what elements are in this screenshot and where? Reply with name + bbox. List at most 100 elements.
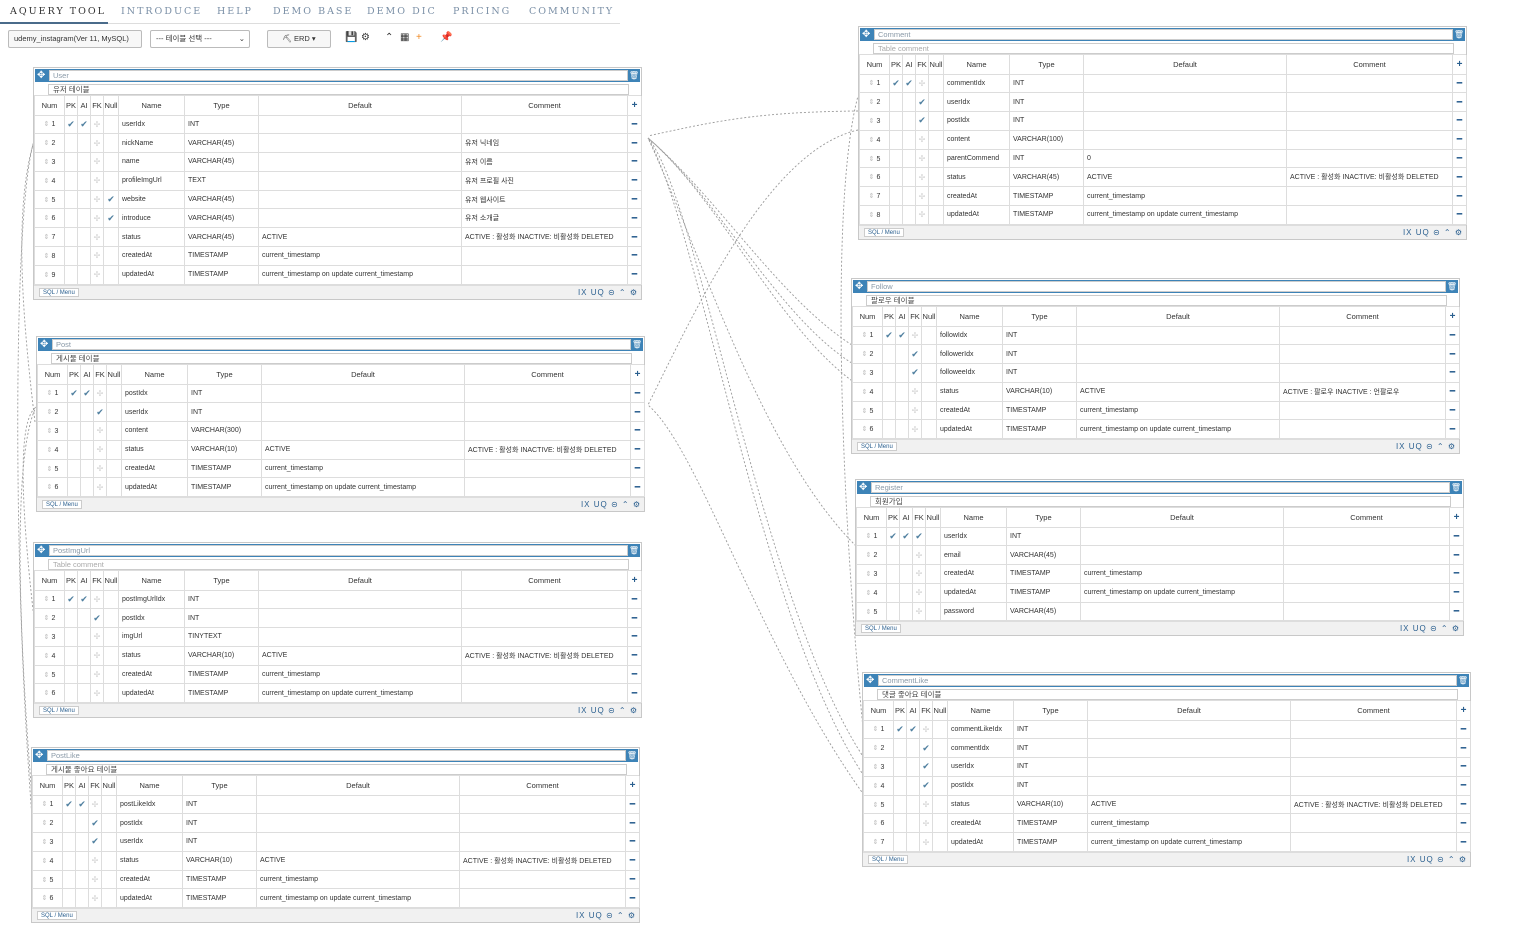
column-type[interactable]: INT (184, 589, 259, 610)
ai-cell[interactable] (75, 813, 89, 834)
null-cell[interactable] (103, 608, 119, 629)
remove-column-icon[interactable]: ━ (627, 264, 642, 285)
column-default[interactable] (1087, 775, 1291, 796)
table-comment-input[interactable]: 회원가입 (870, 496, 1451, 507)
pk-cell[interactable] (886, 564, 900, 584)
remove-column-icon[interactable]: ━ (1456, 757, 1471, 777)
column-comment[interactable] (1290, 813, 1457, 834)
column-comment[interactable] (1286, 111, 1453, 131)
null-cell[interactable] (921, 381, 937, 402)
sort-handle-icon[interactable]: ⇕ (872, 745, 881, 753)
trash-icon[interactable]: 🗑 (628, 546, 639, 555)
column-type[interactable]: INT (1013, 775, 1088, 796)
column-name[interactable]: followIdx (936, 325, 1003, 346)
sort-handle-icon[interactable]: ⇕ (872, 763, 881, 771)
column-comment[interactable]: 유저 소개글 (461, 208, 628, 229)
pk-cell[interactable]: ✔ (893, 719, 907, 740)
fk-link-icon[interactable]: ✢ (91, 799, 99, 809)
move-icon[interactable]: ✥ (37, 70, 46, 81)
column-name[interactable]: email (940, 545, 1007, 566)
gear-icon[interactable]: ⚙ (1455, 855, 1467, 865)
sort-handle-icon[interactable]: ⇕ (868, 174, 877, 182)
ai-cell[interactable] (80, 439, 94, 460)
remove-column-icon[interactable]: ━ (1452, 167, 1467, 188)
ai-cell[interactable] (895, 419, 909, 440)
pk-cell[interactable] (64, 152, 78, 172)
column-default[interactable] (1083, 73, 1287, 94)
null-cell[interactable] (932, 832, 948, 853)
sort-handle-icon[interactable]: ⇕ (861, 332, 870, 340)
fk-link-icon[interactable]: ✢ (922, 818, 930, 828)
ai-cell[interactable] (77, 208, 91, 229)
ix-uq-button[interactable]: IX UQ (1406, 855, 1434, 865)
fk-link-icon[interactable]: ✢ (93, 213, 101, 223)
column-type[interactable]: TIMESTAMP (184, 664, 259, 685)
column-default[interactable] (1080, 545, 1284, 566)
column-type[interactable]: INT (1002, 363, 1077, 383)
sort-handle-icon[interactable]: ⇕ (865, 552, 874, 560)
column-type[interactable]: VARCHAR(100) (1009, 129, 1084, 150)
remove-column-icon[interactable]: ━ (627, 664, 642, 685)
sql-menu-button[interactable]: SQL / Menu (864, 227, 904, 237)
sort-handle-icon[interactable]: ⇕ (868, 80, 877, 88)
sql-menu-button[interactable]: SQL / Menu (42, 500, 82, 510)
null-cell[interactable] (932, 775, 948, 796)
collapse-icon[interactable]: ⌃ (613, 911, 625, 921)
ai-cell[interactable] (75, 832, 89, 852)
column-type[interactable]: INT (1013, 738, 1088, 759)
null-cell[interactable] (103, 589, 119, 610)
ai-cell[interactable] (902, 148, 916, 169)
fk-cell[interactable]: ✢ (88, 794, 102, 815)
null-cell[interactable] (101, 832, 117, 852)
trash-icon[interactable]: 🗑 (1457, 676, 1468, 685)
column-comment[interactable]: ACTIVE : 활성화 INACTIVE: 비활성화 DELETED (1290, 794, 1457, 815)
column-type[interactable]: VARCHAR(10) (1002, 381, 1077, 402)
remove-column-icon[interactable]: ━ (1449, 564, 1464, 584)
column-type[interactable]: TIMESTAMP (1009, 205, 1084, 225)
sort-handle-icon[interactable]: ⇕ (868, 117, 877, 125)
fk-cell[interactable]: ✢ (90, 589, 104, 610)
null-cell[interactable] (925, 526, 941, 547)
pk-cell[interactable] (64, 664, 78, 685)
column-type[interactable]: INT (184, 114, 259, 135)
sort-handle-icon[interactable]: ⇕ (868, 136, 877, 144)
null-cell[interactable] (932, 719, 948, 740)
pk-cell[interactable] (889, 148, 903, 169)
null-cell[interactable] (106, 402, 122, 423)
fk-link-icon[interactable]: ✢ (922, 837, 930, 847)
fk-cell[interactable]: ✢ (90, 208, 104, 229)
column-name[interactable]: updatedAt (116, 888, 183, 909)
column-name[interactable]: imgUrl (118, 627, 185, 647)
sort-handle-icon[interactable]: ⇕ (868, 99, 877, 107)
column-type[interactable]: INT (182, 832, 257, 852)
column-name[interactable]: updatedAt (943, 205, 1010, 225)
column-comment[interactable]: ACTIVE : 활성화 INACTIVE: 비활성화 DELETED (1286, 167, 1453, 188)
fk-cell[interactable]: ✔ (915, 111, 929, 131)
column-type[interactable]: INT (187, 383, 262, 404)
column-type[interactable]: INT (1009, 148, 1084, 169)
column-comment[interactable] (1290, 775, 1457, 796)
table-comment-input[interactable]: 유저 테이블 (48, 84, 629, 95)
column-name[interactable]: status (121, 439, 188, 460)
fk-link-icon[interactable]: ✢ (915, 588, 923, 598)
ai-cell[interactable]: ✔ (80, 383, 94, 404)
column-default[interactable]: current_timestamp (1083, 186, 1287, 207)
pk-cell[interactable] (64, 208, 78, 229)
move-icon[interactable]: ✥ (862, 29, 871, 40)
fk-cell[interactable]: ✢ (915, 129, 929, 150)
collapse-icon[interactable]: ⌃ (615, 706, 627, 716)
add-column-icon[interactable]: + (1452, 55, 1467, 75)
null-cell[interactable] (101, 794, 117, 815)
column-type[interactable]: VARCHAR(45) (184, 152, 259, 172)
gear-icon[interactable]: ⚙ (1451, 227, 1463, 237)
ai-cell[interactable] (77, 246, 91, 266)
null-cell[interactable] (925, 582, 941, 603)
sort-handle-icon[interactable]: ⇕ (43, 671, 52, 679)
null-cell[interactable] (103, 645, 119, 666)
null-cell[interactable] (932, 813, 948, 834)
sort-handle-icon[interactable]: ⇕ (43, 196, 52, 204)
column-type[interactable]: TIMESTAMP (1002, 400, 1077, 421)
fk-link-icon[interactable]: ✢ (911, 406, 919, 416)
remove-column-icon[interactable]: ━ (625, 794, 640, 815)
remove-column-icon[interactable]: ━ (1452, 205, 1467, 225)
